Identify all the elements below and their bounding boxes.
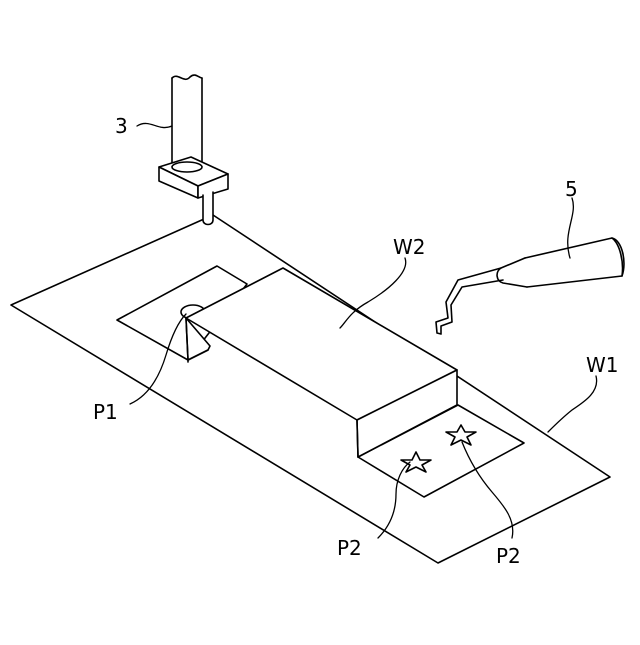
leader-w1: [548, 376, 597, 432]
w2-front-left-edge: [357, 420, 358, 457]
label-p1: P1: [93, 400, 118, 424]
label-w1: W1: [586, 353, 619, 377]
label-p2-right: P2: [496, 544, 521, 568]
label-w2: W2: [393, 235, 426, 259]
tool-5: [436, 238, 624, 334]
label-3: 3: [115, 114, 128, 138]
head-rod: [172, 78, 202, 170]
tool-needle: [436, 268, 503, 334]
tool-tip-cone: [497, 258, 527, 287]
head-electrode: [203, 192, 213, 225]
leader-3: [137, 123, 172, 127]
label-5: 5: [565, 177, 578, 201]
tool-handle: [518, 238, 624, 287]
label-p2-left: P2: [337, 536, 362, 560]
welding-head-3: [159, 75, 228, 224]
